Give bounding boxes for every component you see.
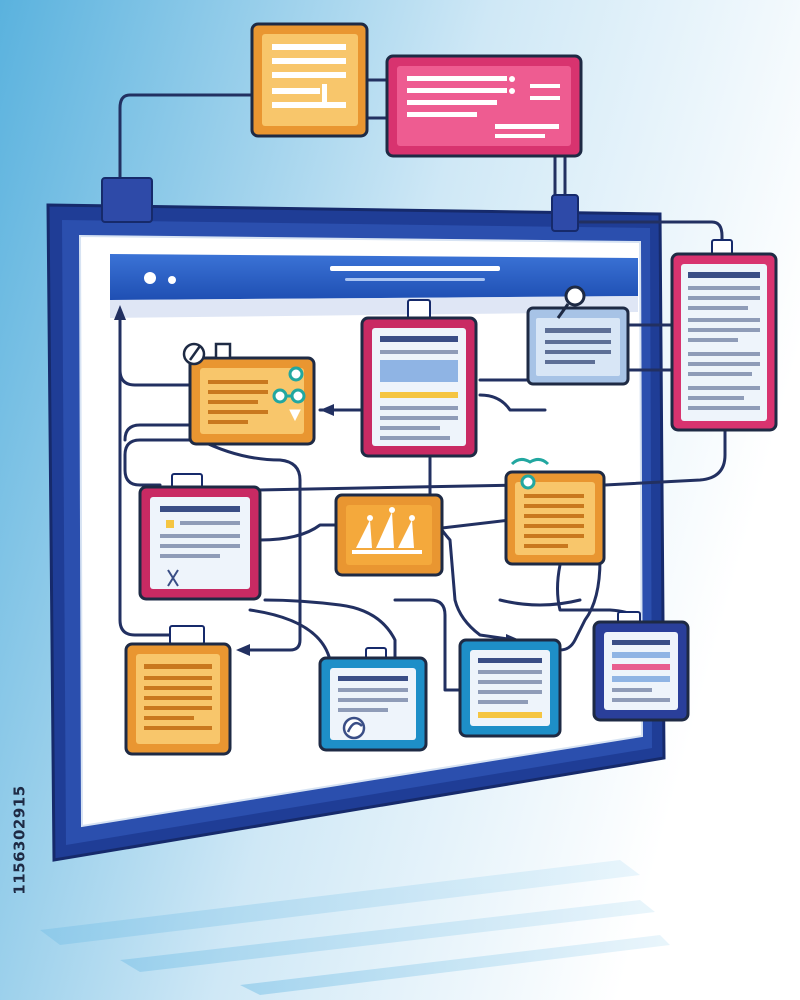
bottom-teal-card (318, 656, 428, 752)
chart-card (334, 493, 444, 577)
right-orange-card (504, 457, 606, 566)
key-icon (556, 285, 586, 319)
center-pink-card (360, 316, 478, 458)
gauge-icon (342, 716, 366, 740)
left-pink-card (138, 485, 262, 601)
left-orange-card (182, 342, 316, 446)
top-orange-card (250, 22, 369, 138)
browser-bar (110, 254, 638, 300)
document-icon (144, 664, 212, 730)
link-icon (510, 457, 550, 490)
checklist-icon (524, 494, 584, 548)
document-icon (612, 640, 670, 702)
address-line (330, 266, 500, 271)
settings-panel-icon (407, 76, 560, 138)
image-id-label: 1156302915 (6, 760, 34, 920)
bottom-orange-card (124, 642, 232, 756)
bottom-blue-card (458, 638, 562, 738)
bottom-navy-card (592, 620, 690, 722)
chart-icon (352, 512, 422, 554)
light-blue-card (526, 285, 630, 386)
top-pink-card (385, 54, 583, 158)
document-icon (160, 506, 240, 587)
address-line-2 (345, 278, 485, 281)
network-node-icon (272, 366, 306, 422)
gear-icon (182, 342, 232, 366)
document-icon (380, 336, 458, 440)
browser-bar-shadow (110, 296, 638, 318)
window-dots-icon (144, 272, 176, 284)
image-id-text: 1156302915 (11, 785, 29, 895)
floor-reflection (40, 860, 670, 995)
document-icon (478, 658, 542, 718)
document-icon (272, 44, 346, 108)
right-pink-card (670, 252, 778, 432)
document-icon (688, 272, 760, 410)
